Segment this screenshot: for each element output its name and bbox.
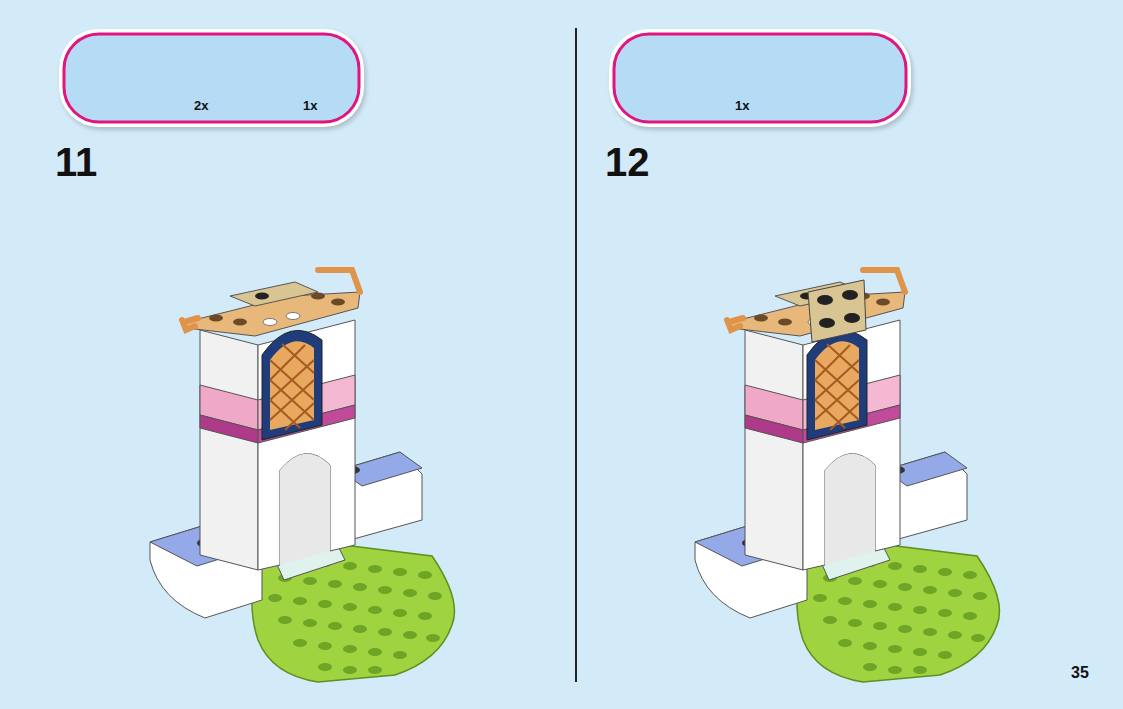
parts-box-frame xyxy=(58,28,365,128)
step-number: 11 xyxy=(55,140,97,184)
page-number: 35 xyxy=(1071,664,1089,682)
parts-list-box: 2x 1x xyxy=(58,28,365,128)
step-number: 12 xyxy=(605,140,650,184)
parts-box-frame xyxy=(608,28,912,128)
parts-list-box: 1x xyxy=(608,28,912,128)
part-count: 1x xyxy=(303,98,317,113)
part-count: 2x xyxy=(194,98,208,113)
part-count: 1x xyxy=(735,98,749,113)
